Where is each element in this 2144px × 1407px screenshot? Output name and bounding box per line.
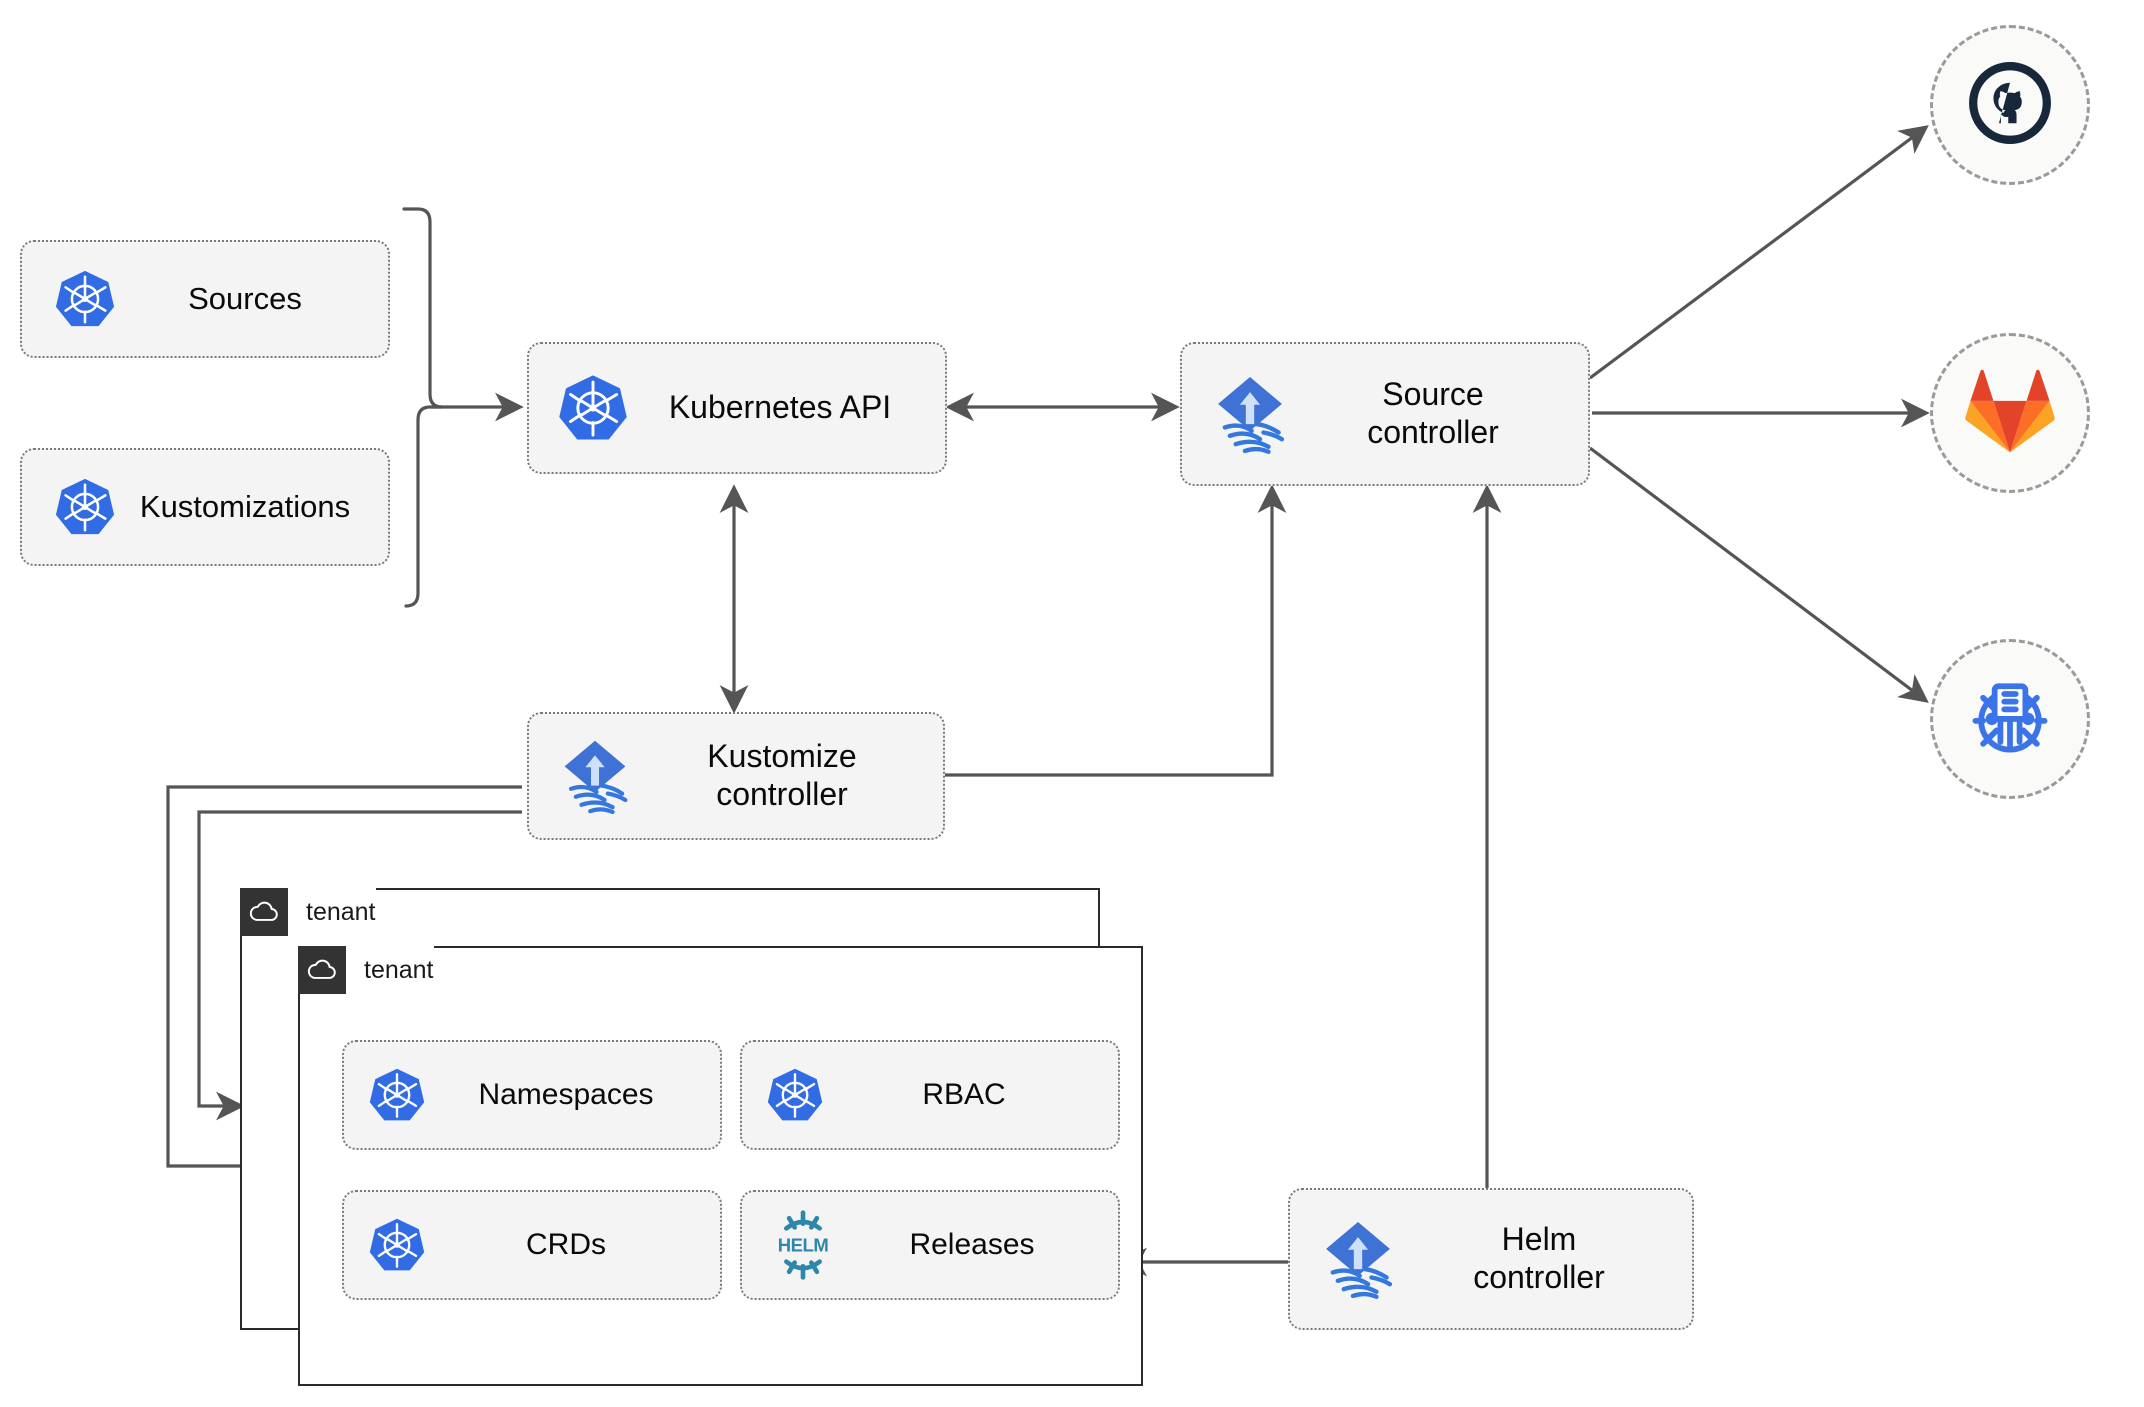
- tenant-header-outer: tenant: [240, 888, 376, 936]
- flux-icon: [555, 736, 635, 816]
- node-label: Kustomizations: [139, 488, 351, 524]
- tenant-frame-inner: [298, 946, 1143, 1386]
- helm-repository-icon: [1962, 669, 2058, 770]
- edge-source-to-github: [1589, 125, 1929, 380]
- svg-text:HELM: HELM: [778, 1234, 829, 1255]
- node-label: CRDs: [526, 1228, 606, 1262]
- node-sources[interactable]: Sources: [20, 240, 390, 358]
- tenant-label: tenant: [288, 888, 376, 936]
- flux-icon: [1316, 1217, 1400, 1301]
- node-label: Helm controller: [1473, 1221, 1605, 1295]
- provider-gitlab[interactable]: [1930, 333, 2090, 493]
- github-icon: [1964, 57, 2056, 154]
- cloud-icon: [240, 888, 288, 936]
- node-label: Releases: [909, 1228, 1035, 1262]
- kubernetes-icon: [368, 1066, 426, 1124]
- node-crds[interactable]: CRDs: [342, 1190, 722, 1300]
- provider-helm-repository[interactable]: [1930, 639, 2090, 799]
- node-rbac[interactable]: RBAC: [740, 1040, 1120, 1150]
- tenant-header-inner: tenant: [298, 946, 434, 994]
- node-label: Kustomize controller: [707, 738, 857, 812]
- node-label: Sources: [188, 280, 302, 316]
- cloud-icon: [298, 946, 346, 994]
- node-source-controller[interactable]: Source controller: [1180, 342, 1590, 486]
- node-label: RBAC: [922, 1078, 1006, 1112]
- node-label: Source controller: [1367, 376, 1499, 450]
- edge-kustomize-to-tenant-inner: [197, 810, 522, 1121]
- helm-icon: HELM: [766, 1208, 840, 1282]
- node-namespaces[interactable]: Namespaces: [342, 1040, 722, 1150]
- kubernetes-icon: [368, 1216, 426, 1274]
- node-kustomizations[interactable]: Kustomizations: [20, 448, 390, 566]
- node-kubernetes-api[interactable]: Kubernetes API: [527, 342, 947, 474]
- kubernetes-icon: [766, 1066, 824, 1124]
- node-releases[interactable]: HELM Releases: [740, 1190, 1120, 1300]
- edge-kustomize-to-tenant-outer: [166, 785, 522, 1181]
- node-helm-controller[interactable]: Helm controller: [1288, 1188, 1694, 1330]
- node-kustomize-controller[interactable]: Kustomize controller: [527, 712, 945, 840]
- kubernetes-icon: [557, 372, 629, 444]
- node-label: Kubernetes API: [668, 389, 892, 426]
- gitlab-icon: [1964, 367, 2056, 460]
- edge-source-to-helmrepo: [1589, 446, 1929, 703]
- node-label: Namespaces: [478, 1078, 654, 1112]
- kubernetes-icon: [54, 476, 116, 538]
- edge-kustomize-to-source: [945, 484, 1287, 777]
- provider-github[interactable]: [1930, 25, 2090, 185]
- tenant-label: tenant: [346, 946, 434, 994]
- flux-icon: [1208, 372, 1292, 456]
- kubernetes-icon: [54, 268, 116, 330]
